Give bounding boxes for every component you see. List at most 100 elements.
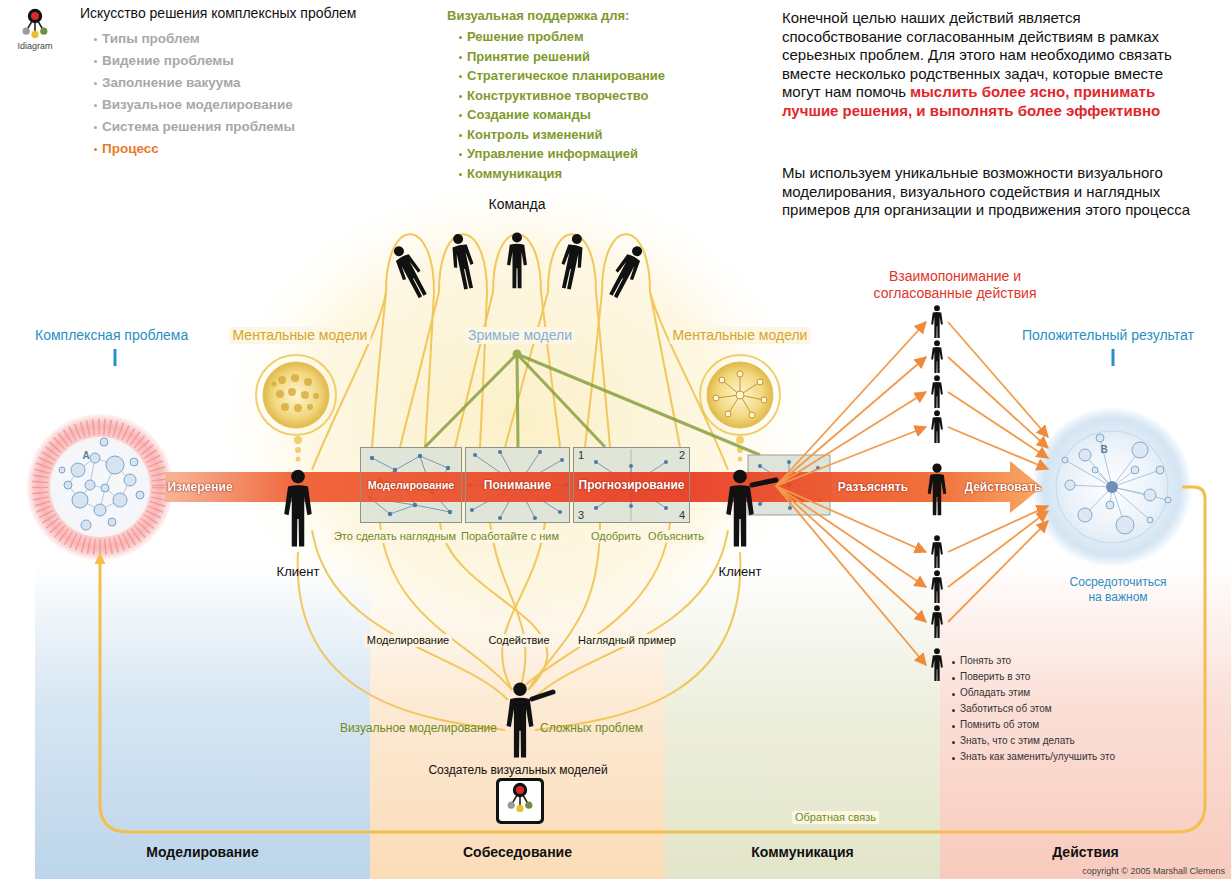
problem-cloud xyxy=(64,481,72,489)
outreach-arrow xyxy=(776,392,926,486)
outreach-arrow xyxy=(948,511,1048,587)
mental-model-bubble xyxy=(707,362,773,428)
problem-cloud xyxy=(26,413,174,561)
result-cloud xyxy=(1079,449,1091,461)
problem-cloud xyxy=(100,438,108,446)
model-box-art xyxy=(393,468,397,472)
mental-model-bubble xyxy=(291,374,299,382)
mental-model-bubble xyxy=(276,390,284,398)
outreach-arrow xyxy=(776,427,926,486)
visible-model-link xyxy=(425,354,517,447)
team-loop xyxy=(480,292,487,447)
model-box-art xyxy=(473,453,477,457)
problem-cloud xyxy=(40,427,160,547)
result-circle: B xyxy=(1042,417,1182,557)
method-label: Наглядный пример xyxy=(575,634,679,647)
result-cloud xyxy=(1116,516,1134,534)
text-block: Конечной целью наших действий является с… xyxy=(782,9,1192,120)
result-cloud xyxy=(1056,431,1168,543)
visible-model-link xyxy=(517,354,760,455)
model-box-art xyxy=(758,464,762,468)
menu-item: Система решения проблемы xyxy=(102,119,295,135)
node-text: 1 xyxy=(578,449,584,461)
result-cloud xyxy=(1062,434,1171,534)
logo-icon xyxy=(23,10,48,38)
model-box-art xyxy=(538,450,542,454)
model-box-art xyxy=(575,449,688,521)
team-loop xyxy=(585,292,602,447)
result-cloud xyxy=(1144,489,1156,501)
model-box-art xyxy=(558,510,562,514)
model-box-art xyxy=(629,464,633,468)
visible-model-link xyxy=(514,351,520,357)
node-text: Действия xyxy=(1052,844,1119,860)
model-box-art xyxy=(664,506,668,510)
outcome-item: Помнить об этом xyxy=(960,719,1039,731)
group-label: Команда xyxy=(488,196,545,213)
model-box-art xyxy=(594,460,598,464)
mental-model-bubble xyxy=(256,355,336,435)
result-cloud xyxy=(1062,457,1068,463)
model-box-art xyxy=(448,510,452,514)
mental-model-bubble xyxy=(313,393,319,399)
edge-label: Обратная связь xyxy=(792,811,879,824)
model-box-art xyxy=(787,460,791,464)
team-member xyxy=(447,232,478,291)
mental-model-bubble xyxy=(716,374,764,415)
team-member xyxy=(557,232,588,291)
client-figure xyxy=(284,470,776,547)
problem-cloud xyxy=(101,484,109,492)
outreach-arrow xyxy=(776,486,926,552)
node-text: 3 xyxy=(578,509,584,521)
role-caption: Сложных проблем xyxy=(540,721,643,735)
result-cloud xyxy=(1096,434,1104,442)
problem-cloud xyxy=(113,493,127,507)
team-loop xyxy=(535,552,740,730)
problem-cloud xyxy=(90,453,100,463)
method-label: Моделирование xyxy=(364,634,452,647)
client-figure xyxy=(752,480,776,485)
mental-model-bubble xyxy=(272,374,320,412)
problem-cloud xyxy=(71,463,85,477)
problem-cloud xyxy=(59,467,65,473)
menu-item: Типы проблем xyxy=(102,31,200,47)
problem-cloud xyxy=(108,518,116,526)
support-item: Стратегическое планирование xyxy=(467,68,665,84)
model-box-art xyxy=(418,454,422,458)
support-item: Принятие решений xyxy=(467,49,590,65)
client-figure xyxy=(284,470,312,547)
result-cloud xyxy=(1078,508,1092,522)
stakeholder-figure xyxy=(928,463,947,515)
model-box-art xyxy=(560,458,564,462)
support-item: Управление информацией xyxy=(467,146,638,162)
leader-line xyxy=(114,349,117,366)
problem-cloud xyxy=(72,492,88,508)
node-text: Моделирование xyxy=(368,479,455,491)
modeler-figure xyxy=(507,683,534,758)
model-box-art xyxy=(360,447,462,523)
method-label: Содействие xyxy=(485,634,552,647)
team-loop xyxy=(528,523,600,690)
node-text: 2 xyxy=(679,449,685,461)
team-loop xyxy=(650,292,680,447)
model-box-art xyxy=(388,512,392,516)
mental-model-bubble xyxy=(736,391,744,399)
diagram-title: Искусство решения комплексных проблем xyxy=(80,5,357,22)
mental-model-bubble xyxy=(263,362,329,428)
outreach-arrow xyxy=(776,486,926,622)
result-cloud xyxy=(1065,438,1168,525)
menu-item: Процесс xyxy=(102,141,159,157)
outreach-arrow xyxy=(776,486,926,587)
outcome-item: Понять это xyxy=(960,655,1011,667)
outreach-arrow xyxy=(776,486,926,665)
node-text: Прогнозирование xyxy=(579,478,685,492)
model-box-art xyxy=(594,506,598,510)
node-text: A xyxy=(82,450,89,461)
modeler-figure xyxy=(532,692,553,699)
stage-label: Ментальные модели xyxy=(670,327,811,344)
stakeholder-figure xyxy=(931,605,943,638)
outreach-arrow xyxy=(776,322,1048,665)
stage-label: Зримые модели xyxy=(465,327,575,344)
stakeholder-figure xyxy=(931,410,943,443)
